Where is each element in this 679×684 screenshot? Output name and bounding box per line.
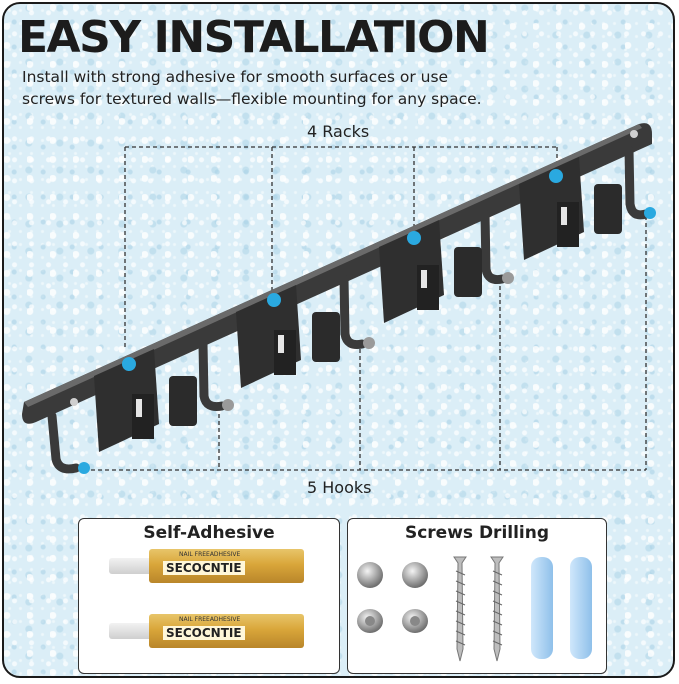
- rack-illustration: [22, 123, 656, 474]
- tube-tagline: NAIL FREEADHESIVE: [179, 616, 241, 623]
- wall-plugs: [531, 557, 592, 659]
- description-text: Install with strong adhesive for smooth …: [22, 68, 482, 108]
- rack-gripper-4: [519, 157, 622, 260]
- hooks-guide-lines: [84, 216, 647, 471]
- screws-drilling-title: Screws Drilling: [404, 523, 550, 543]
- rack-gripper-1: [94, 349, 197, 452]
- tube-brand-label: SECOCNTIE: [163, 626, 245, 640]
- adhesive-tube: NAIL FREEADHESIVE SECOCNTIE: [109, 549, 304, 583]
- adhesive-tube: NAIL FREEADHESIVE SECOCNTIE: [109, 614, 304, 648]
- screws-drilling-panel: Screws Drilling: [347, 518, 607, 674]
- hooks-label: 5 Hooks: [307, 478, 372, 497]
- screws: [453, 556, 504, 662]
- screw-caps: [357, 562, 428, 633]
- screw-threads: [455, 570, 503, 646]
- self-adhesive-panel: Self-Adhesive NAIL FREEADHESIVE SECOCNTI…: [78, 518, 340, 674]
- screw-hardware-illustration: [357, 556, 592, 662]
- mounting-rail: [22, 123, 652, 424]
- racks-label: 4 Racks: [307, 122, 370, 141]
- installation-infographic: EASY INSTALLATION Install with strong ad…: [2, 2, 675, 678]
- rack-gripper-3: [379, 220, 482, 323]
- self-adhesive-title: Self-Adhesive: [143, 523, 275, 543]
- hooks: [47, 145, 651, 474]
- tube-brand-label: SECOCNTIE: [163, 561, 245, 575]
- headline: EASY INSTALLATION: [18, 12, 490, 63]
- rack-gripper-2: [236, 285, 340, 388]
- tube-tagline: NAIL FREEADHESIVE: [179, 551, 241, 558]
- hook-tips: [78, 207, 656, 474]
